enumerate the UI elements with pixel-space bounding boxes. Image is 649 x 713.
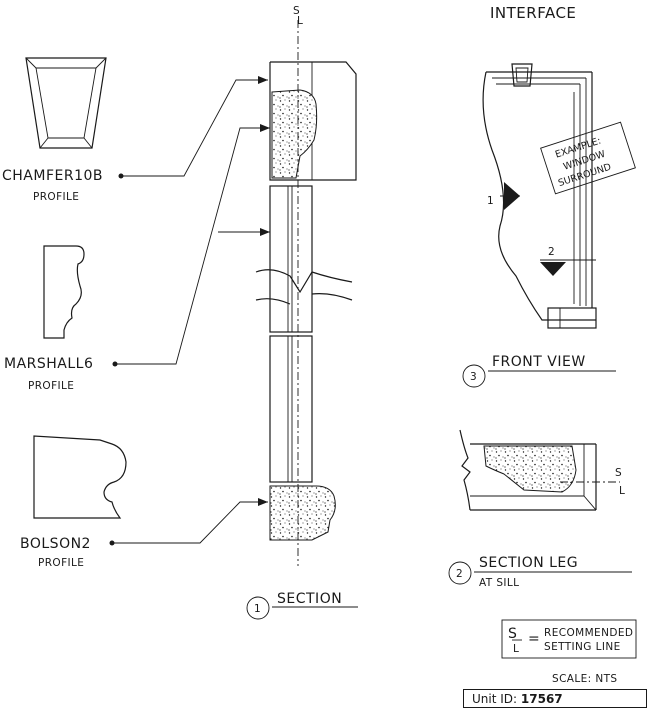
section-number-circle [246, 596, 270, 620]
unit-id-value: 17567 [520, 692, 563, 706]
scale-label: SCALE: NTS [552, 673, 617, 685]
bolson2-sub: PROFILE [38, 557, 84, 569]
section-number: 1 [254, 603, 261, 615]
section-sl-mark: S [293, 5, 300, 17]
section-sl-mark-l: L [297, 15, 303, 27]
legend-symbol-l: L [513, 643, 519, 655]
bolson2-profile-shape [33, 435, 127, 519]
chamfer10b-label: CHAMFER10B [2, 168, 103, 184]
unit-id-label: Unit ID: [472, 692, 518, 706]
section-leg-title: SECTION LEG [479, 555, 578, 571]
chamfer10b-sub: PROFILE [33, 191, 79, 203]
section-drawing [255, 20, 357, 566]
section-title: SECTION [277, 591, 342, 607]
marshall6-profile-shape [43, 245, 85, 339]
unit-id-box: Unit ID: 17567 [463, 689, 647, 708]
front-view-title: FRONT VIEW [492, 354, 586, 370]
front-view-drawing [482, 63, 597, 329]
bolson2-label: BOLSON2 [20, 536, 91, 552]
front-view-number: 3 [470, 371, 477, 383]
legend-symbol-s: S [508, 626, 517, 642]
chamfer10b-profile-shape [25, 57, 107, 149]
interface-label: INTERFACE [490, 4, 576, 22]
legend-line-2: SETTING LINE [544, 641, 621, 653]
section-leg-sl-s: S [615, 467, 622, 479]
example-note: EXAMPLE: WINDOW SURROUND [540, 121, 636, 195]
section-leg-sub: AT SILL [479, 577, 519, 589]
section-leg-number: 2 [456, 568, 463, 580]
legend-equals: = [528, 631, 540, 647]
front-view-number-circle [462, 364, 486, 388]
legend-line-1: RECOMMENDED [544, 627, 633, 639]
front-view-marker-1: 1 [487, 195, 494, 207]
front-view-marker-2: 2 [548, 246, 555, 258]
section-leg-number-circle [448, 561, 472, 585]
section-leg-sl-l: L [619, 485, 625, 497]
legend-box [501, 619, 637, 659]
marshall6-label: MARSHALL6 [4, 356, 93, 372]
marshall6-sub: PROFILE [28, 380, 74, 392]
leader-lines [112, 76, 270, 544]
section-leg-drawing [459, 429, 620, 511]
